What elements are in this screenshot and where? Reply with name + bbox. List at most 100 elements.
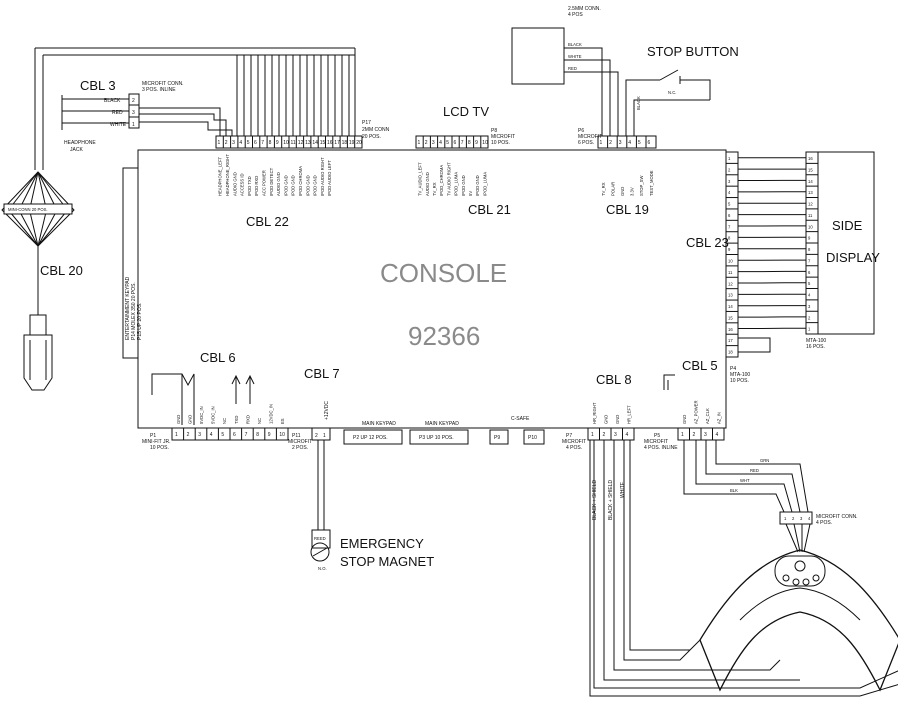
cbl22-pin-label: IPOD CHROMA xyxy=(298,166,303,196)
p5-label-3: 4 POS. INLINE xyxy=(644,445,678,451)
mic-conn4-label-1: MICROFIT CONN. xyxy=(816,514,858,520)
console-name: CONSOLE xyxy=(380,258,507,288)
cbl19-pin-label: 3.3V xyxy=(630,187,635,196)
cbl5-pin-label: AZ_CLK xyxy=(705,408,710,424)
cbl3-conn-label-1: MICROFIT CONN. xyxy=(142,81,184,87)
p4-label-1: P4 xyxy=(730,366,736,372)
cbl19-pin-number: 2 xyxy=(609,140,612,146)
p6-label-3: 6 POS. xyxy=(578,140,594,146)
main-keypad-1-label: MAIN KEYPAD xyxy=(362,421,396,427)
cbl22-pin-label: IPOD GND xyxy=(283,175,288,196)
cbl6-pin-label: 5VDC_IN xyxy=(199,406,204,424)
p2-label: P2 UP 12 POS. xyxy=(353,435,388,441)
cbl23-left-pin: 5 xyxy=(728,202,731,207)
cbl19-pin-number: 1 xyxy=(600,140,603,146)
cbl19-pin-label: TEST_MODE xyxy=(649,170,654,196)
cbl22-pin-number: 9 xyxy=(276,140,279,146)
cbl6-pin-number: 10 xyxy=(279,432,285,438)
p15-label: P15 UP 20 POS. xyxy=(137,303,143,340)
cbl6-pin-number: 7 xyxy=(245,432,248,438)
cbl6-pin-label: GND xyxy=(187,415,192,424)
p7-label-3: 4 POS. xyxy=(566,445,582,451)
cbl23-left-pin: 8 xyxy=(728,236,731,241)
cbl6-label: CBL 6 xyxy=(200,350,236,365)
cbl22-pin-label: HEADPHONE_LEFT xyxy=(218,156,223,196)
cbl22-pin-label: IPOD GND xyxy=(305,175,310,196)
cbl22-pin-label: IPOD TXD xyxy=(247,176,252,196)
cbl22-pin-label: IPOD AUDIO LEFT xyxy=(327,160,332,196)
cbl6-pin-number: 3 xyxy=(198,432,201,438)
cbl19-wire-black: BLACK xyxy=(568,42,582,47)
cbl23-right-pin: 2 xyxy=(808,315,811,320)
p11-label-3: 2 POS. xyxy=(292,445,308,451)
cbl22-pin-number: 19 xyxy=(349,140,355,146)
cbl6-pin-number: 4 xyxy=(210,432,213,438)
p8-label-2: MICROFIT xyxy=(491,134,515,140)
cbl5-pin-label: AZ_POWER xyxy=(693,401,698,425)
p10-label: P10 xyxy=(528,435,537,441)
cbl19-pin-number: 5 xyxy=(638,140,641,146)
cbl21-pin-label: IPOD_LUMA xyxy=(454,172,459,196)
cbl6-pin-label: GND xyxy=(176,415,181,424)
cbl21-pin-number: 5 xyxy=(446,140,449,146)
cbl22-pin-number: 7 xyxy=(261,140,264,146)
cbl22-pin-label: IPOD AUDIO RIGHT xyxy=(320,157,325,196)
p17-label-1: P17 xyxy=(362,120,371,126)
p8-label-3: 10 POS. xyxy=(491,140,510,146)
cbl22-pin-label: AUDIO GND xyxy=(232,172,237,196)
cbl21-pin-number: 7 xyxy=(461,140,464,146)
cbl7-label: CBL 7 xyxy=(304,366,340,381)
cbl21-pin-number: 9 xyxy=(475,140,478,146)
cbl21-pin-label: AUDIO GND xyxy=(425,172,430,196)
p5-label-2: MICROFIT xyxy=(644,439,668,445)
cbl5-pin-number: 2 xyxy=(693,432,696,438)
cbl8-wire-3: WHITE xyxy=(620,481,626,498)
cbl6-pin-label: TXD xyxy=(234,416,239,424)
cbl8-pin-label: HR_RIGHT xyxy=(592,402,597,424)
cbl23-left-pin: 11 xyxy=(728,270,733,275)
cbl3-group: CBL 3 2 3 1 MICROFIT CONN. 3 POS. INLINE… xyxy=(61,78,233,153)
cbl21-pin-label: TV AUDIO RIGHT xyxy=(446,162,451,196)
cbl3-wire-red: RED xyxy=(112,110,123,116)
mini-conn-label: MINI-CONN 20 POS. xyxy=(8,207,48,212)
p17-label-3: 20 POS. xyxy=(362,134,381,140)
cbl23-left-pin: 13 xyxy=(728,293,733,298)
cbl8-wire-1: BLACK + SHIELD xyxy=(592,479,598,520)
plus12-label: +12VDC xyxy=(324,401,330,420)
cbl19-extra-black: BLACK xyxy=(636,96,641,110)
cbl21-pin-label: TV_AUDIO_LEFT xyxy=(418,162,423,196)
cbl6-pin-number: 2 xyxy=(187,432,190,438)
cbl22-pin-number: 1 xyxy=(218,140,221,146)
reed-label: REED xyxy=(314,536,326,541)
p9-label: P9 xyxy=(494,435,500,441)
cbl6-pin-number: 5 xyxy=(221,432,224,438)
cbl6-pin-number: 6 xyxy=(233,432,236,438)
cbl22-pin-number: 4 xyxy=(239,140,242,146)
p7-label-1: P7 xyxy=(566,433,572,439)
cbl22-pin-number: 8 xyxy=(269,140,272,146)
cbl23-left-pin: 6 xyxy=(728,213,731,218)
side-display-label-1: SIDE xyxy=(832,218,863,233)
cbl23-right-pin: 15 xyxy=(808,167,813,172)
mta-label-1: MTA-100 xyxy=(806,338,826,344)
p3-label: P3 UP 10 POS. xyxy=(419,435,454,441)
lcd-tv-label: LCD TV xyxy=(443,104,489,119)
svg-text:1: 1 xyxy=(323,433,326,439)
cbl19-pin-label: TV_RX xyxy=(601,182,606,196)
cbl5-pin-number: 3 xyxy=(704,432,707,438)
cbl23-right-pin: 9 xyxy=(808,236,811,241)
cbl23-left-pin: 2 xyxy=(728,167,731,172)
cbl22-pin-label: ACCESS ID xyxy=(240,173,245,196)
cbl19-pin-number: 4 xyxy=(628,140,631,146)
cbl23-right-pin: 11 xyxy=(808,213,813,218)
cbl23-left-pin: 16 xyxy=(728,327,733,332)
emergency-label-1: EMERGENCY xyxy=(340,536,424,551)
cbl23-right-pin: 16 xyxy=(808,156,813,161)
cbl22-pin-number: 17 xyxy=(334,140,340,146)
